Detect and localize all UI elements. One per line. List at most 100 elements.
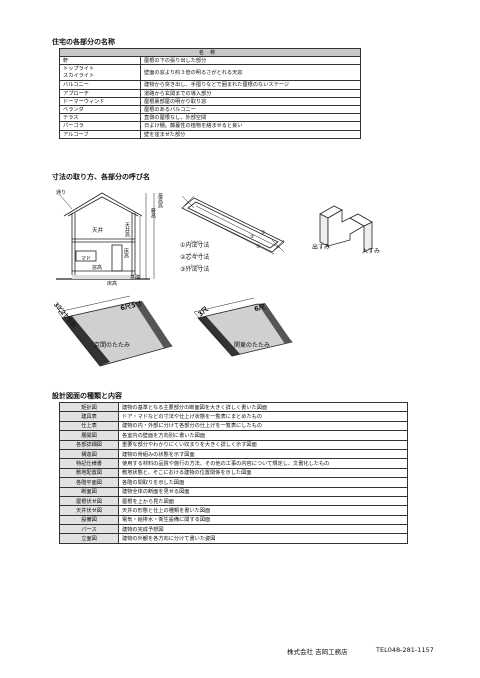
drawing-description: 各階の間取りを示した図面 xyxy=(118,477,408,488)
drawings-table-row: 天井伏せ図天井の形態と仕上の種類を書いた図面 xyxy=(59,505,408,516)
drawing-description: ドア・マドなどの寸法や仕上げ状態を一覧表にまとめたもの xyxy=(118,411,408,422)
drawing-description: 電気・給排水・衛生設備に関する図面 xyxy=(118,514,408,526)
part-name: パーゴラ xyxy=(59,121,141,131)
part-name: 軒 xyxy=(59,56,141,66)
drawings-table-row: 展開図各室内の壁面を方向別に書いた図面 xyxy=(59,430,408,441)
drawing-description: 各室内の壁面を方向別に書いた図面 xyxy=(118,430,408,441)
part-name-line: トップライト xyxy=(63,65,95,72)
drawings-section-title: 設計図面の種類と内容 xyxy=(52,392,122,400)
part-description: 壁面の窓より約３倍の明るさがとれる天窓 xyxy=(140,64,361,82)
part-description: 屋根のあるバルコニー xyxy=(140,104,361,115)
dims-section-title: 寸法の取り方、各部分の呼び名 xyxy=(52,173,150,181)
drawing-name: 立面図 xyxy=(59,533,119,544)
drawings-table-row: 各階平面図各階の間取りを示した図面 xyxy=(59,477,408,488)
drawings-table-row: 屋根伏せ図屋根を上から見た図面 xyxy=(59,495,408,507)
drawing-name: 矩計図 xyxy=(59,401,119,413)
drawing-name: 屋根伏せ図 xyxy=(59,495,119,507)
drawings-table-row: 仕上表建物の内・外部に分けて各部分の仕上げを一覧表にしたもの xyxy=(59,420,408,432)
tatami-kyoma-label: 京間のたたみ xyxy=(94,342,131,349)
part-name-line: パーゴラ xyxy=(63,123,84,130)
dimension-methods-diagram xyxy=(181,195,285,255)
footer-tel: TEL048-281-1157 xyxy=(376,646,434,654)
footer-company: 株式会社 吉岡工務店 xyxy=(287,648,348,656)
drawing-description: 建物全体の断面を見せる図面 xyxy=(118,486,408,497)
parts-table-row: ベランダ 屋根のあるバルコニー xyxy=(59,104,361,115)
drawing-name: 展開図 xyxy=(59,430,119,441)
drawing-description: 建物の骨組みの状態を示す図面 xyxy=(118,448,408,460)
part-name-line: アルコーブ xyxy=(63,131,89,138)
part-description: 壁を窪ませた部分 xyxy=(140,129,361,139)
parts-table-row: アルコーブ 壁を窪ませた部分 xyxy=(59,129,361,139)
drawings-table-row: 矩計図建物の基準となる主要部分の断面図を大きく詳しく書いた図面 xyxy=(59,401,408,413)
corner-diagram xyxy=(319,205,373,253)
part-name-line: アプローチ xyxy=(63,90,89,97)
part-description: 日よけ棚。藤蔓性の植物を絡ませると良い xyxy=(140,121,361,131)
house-label-saikoudaka: 最高高 xyxy=(157,193,163,208)
parts-table-row: パーゴラ 日よけ棚。藤蔓性の植物を絡ませると良い xyxy=(59,121,361,131)
method-3-ruby: そとのり xyxy=(190,264,202,268)
house-label-nokitaka: 軒高 xyxy=(150,208,156,218)
part-name-line: 軒 xyxy=(63,58,69,65)
parts-table-row: アプローチ 道路から玄関までの導入部分 xyxy=(59,88,361,98)
method-2-label: ②芯々寸法 xyxy=(180,254,210,261)
drawing-description: 天井の形態と仕上の種類を書いた図面 xyxy=(118,505,408,516)
drawing-name: 各部詳細図 xyxy=(59,439,119,450)
drawings-table-row: 断面図建物全体の断面を見せる図面 xyxy=(59,486,408,497)
part-description: 屋根裏部屋の明かり取り窓 xyxy=(140,96,361,106)
drawings-table-row: 建具表ドア・マドなどの寸法や仕上げ状態を一覧表にまとめたもの xyxy=(59,411,408,422)
parts-table-row: バルコニー 建物から突き出し、手摺りなどで囲まれた屋根のないステージ xyxy=(59,80,361,90)
drawings-table-row: 特記仕様書使用する材料の品質や施行の方法、その他の工事の内容について規定し、文書… xyxy=(59,458,408,469)
part-description: 道路から玄関までの導入部分 xyxy=(140,88,361,98)
drawing-description: 使用する材料の品質や施行の方法、その他の工事の内容について規定し、文書化したもの xyxy=(118,458,408,469)
part-name: ベランダ xyxy=(59,104,141,115)
drawings-table-row: 各部詳細図重要な部分やわかりにくい収まりを大きく詳しく示す図面 xyxy=(59,439,408,450)
drawings-table-row: 設備図電気・給排水・衛生設備に関する図面 xyxy=(59,514,408,526)
drawing-name: パース xyxy=(59,524,119,535)
drawing-name: 構造図 xyxy=(59,448,119,460)
house-label-kiso: 基礎 xyxy=(130,275,141,281)
parts-table-row: テラス 直側の屋根なし、外部空間 xyxy=(59,113,361,123)
part-name: バルコニー xyxy=(59,80,141,90)
part-name: アプローチ xyxy=(59,88,141,98)
part-name-line: バルコニー xyxy=(63,82,89,89)
house-label-mado: マド xyxy=(81,256,92,262)
part-description: 屋根の下の張り出した部分 xyxy=(140,56,361,66)
drawing-name: 仕上表 xyxy=(59,420,119,432)
part-description: 直側の屋根なし、外部空間 xyxy=(140,113,361,123)
drawing-description: 屋根を上から見た図面 xyxy=(118,495,408,507)
part-name-line: スカイライト xyxy=(63,72,95,79)
house-label-yukadaka: 床高 xyxy=(107,281,118,287)
part-name: テラス xyxy=(59,113,141,123)
method-1-ruby: うちのり xyxy=(190,240,203,244)
tatami-kanto-diagram xyxy=(193,297,293,357)
drawing-name: 特記仕様書 xyxy=(59,458,119,469)
part-name-line: ドーマーウィンド xyxy=(63,98,105,105)
parts-table-row: ドーマーウィンド 屋根裏部屋の明かり取り窓 xyxy=(59,96,361,106)
drawing-name: 各階平面図 xyxy=(59,477,119,488)
parts-table-header: 名称 xyxy=(59,47,361,58)
corner-label-in: 入すみ xyxy=(362,248,381,255)
part-name: アルコーブ xyxy=(59,129,141,139)
drawings-table-row: 敷地配置図敷地状態と、そこにおける建物の位置関係を示した図面 xyxy=(59,467,408,479)
part-name-line: テラス xyxy=(63,115,79,122)
method-2-ruby: しんしん xyxy=(190,252,203,256)
part-name: トップライトスカイライト xyxy=(59,64,141,82)
method-number-2: ② xyxy=(250,234,255,240)
corner-label-out: 出すみ xyxy=(312,244,331,251)
house-label-tenjou: 天井 xyxy=(92,228,104,234)
method-number-3: ③ xyxy=(256,244,261,250)
tatami-kyoma-diagram xyxy=(57,295,173,367)
drawings-table-row: 立面図建物の外観を各方向に分けて書いた姿図 xyxy=(59,533,408,544)
house-label-madodaka: 窓高 xyxy=(92,265,103,271)
house-label-tori: 通り xyxy=(56,190,67,196)
drawing-name: 設備図 xyxy=(59,514,119,526)
drawing-description: 建物の基準となる主要部分の断面図を大きく詳しく書いた図面 xyxy=(118,401,408,413)
house-label-yukidaka: 床高 xyxy=(123,248,129,258)
drawing-description: 建物の内・外部に分けて各部分の仕上げを一覧表にしたもの xyxy=(118,420,408,432)
part-description: 建物から突き出し、手摺りなどで囲まれた屋根のないステージ xyxy=(140,80,361,90)
parts-table-row: 軒 屋根の下の張り出した部分 xyxy=(59,56,361,66)
part-name-line: ベランダ xyxy=(63,107,84,114)
drawing-description: 建物の完成予想図 xyxy=(118,524,408,535)
house-section-diagram xyxy=(56,192,155,280)
